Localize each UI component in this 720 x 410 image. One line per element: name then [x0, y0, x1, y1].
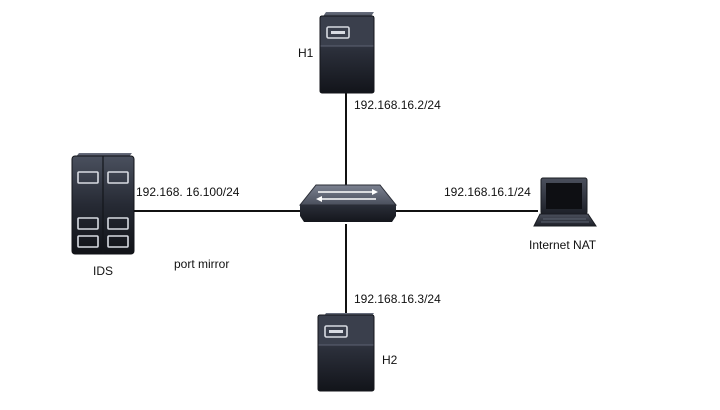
laptop-icon [533, 177, 597, 227]
ids-label: IDS [93, 264, 114, 278]
ids-ip-label: 192.168. 16.100/24 [136, 185, 240, 199]
internet-nat-ip-label: 192.168.16.1/24 [444, 185, 531, 199]
h1-server-icon [319, 12, 375, 94]
h2-server-icon [317, 313, 375, 392]
switch-icon [298, 184, 398, 222]
port-mirror-label: port mirror [174, 257, 230, 271]
ids-appliance-icon [71, 153, 135, 255]
h1-label: H1 [298, 46, 314, 60]
h1-ip-label: 192.168.16.2/24 [354, 98, 441, 112]
h2-label: H2 [382, 353, 398, 367]
h2-ip-label: 192.168.16.3/24 [354, 292, 441, 306]
internet-nat-label: Internet NAT [529, 238, 597, 252]
